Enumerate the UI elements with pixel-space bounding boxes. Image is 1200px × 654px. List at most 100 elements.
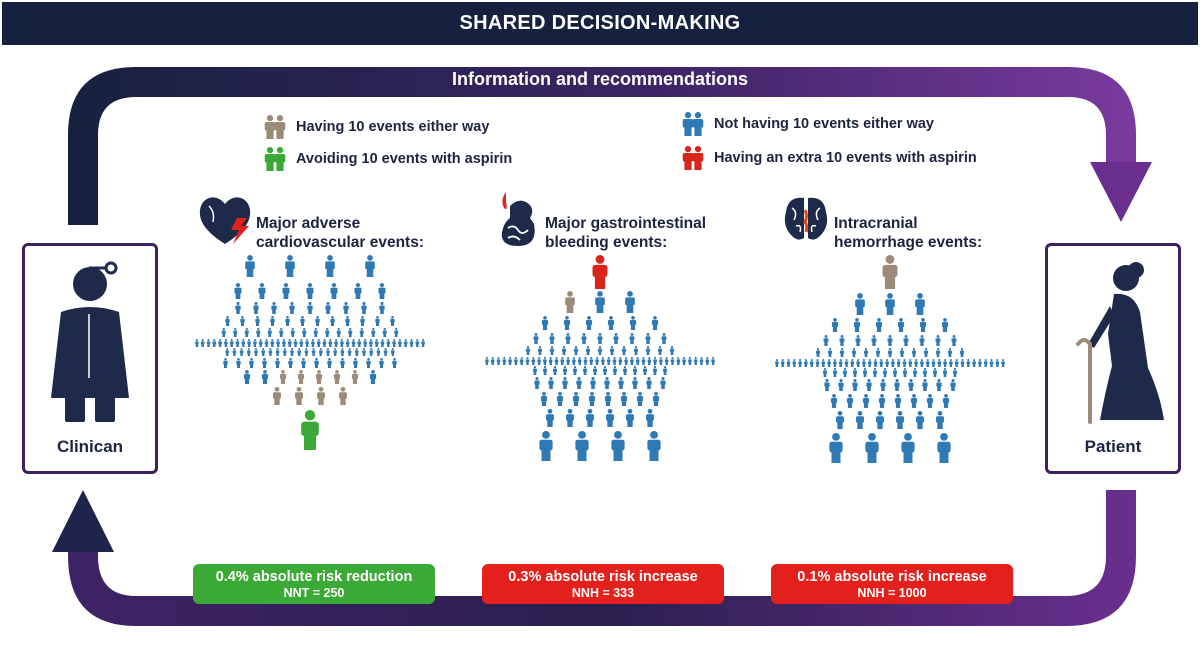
person-icon [618,357,623,365]
person-icon [325,255,335,277]
person-icon [823,368,827,377]
person-icon [403,339,408,347]
person-icon [629,316,637,330]
person-icon [573,366,577,375]
legend-item-red: Having an extra 10 events with aspirin [680,144,977,172]
person-icon [355,348,359,356]
person-icon [275,348,280,356]
category-title-line: Major gastrointestinal [545,215,707,232]
person-icon [267,328,272,337]
legend-item-green: Avoiding 10 events with aspirin [262,145,512,173]
person-icon [593,366,597,375]
person-icon [646,346,650,355]
person-icon [873,368,877,377]
person-icon [643,366,647,375]
person-icon [234,283,242,299]
person-icon [647,357,652,365]
person-icon [786,359,791,367]
person-icon [391,348,395,356]
person-icon [369,339,373,347]
person-icon [850,359,855,367]
person-icon [914,359,918,367]
person-icon [275,358,280,368]
person-icon [297,348,301,356]
person-icon [362,348,366,356]
person-icon [705,357,710,365]
person-icon [589,357,594,365]
person-icon [295,387,303,405]
person-icon [604,392,612,406]
person-icon [866,379,872,391]
person-icon [823,335,829,346]
person-icon [824,379,830,391]
person-icon [306,283,314,299]
person-icon [646,377,652,389]
person-icon [566,409,574,427]
person-icon [300,316,305,326]
person-icon [264,339,269,347]
person-icon [537,357,541,365]
person-icon [254,348,258,356]
person-icon [846,394,854,408]
person-icon [586,409,594,427]
category-title-line: Intracranial [834,215,918,232]
person-icon [878,394,886,408]
person-icon [351,370,359,384]
person-icon [880,379,886,391]
person-icon [271,302,277,314]
person-icon [931,359,936,367]
person-icon [218,339,222,347]
result-text: 0.3% absolute risk increase [508,568,698,585]
person-icon [670,357,675,365]
category-title-gi-bleeding: Major gastrointestinal bleeding events: [545,214,706,252]
person-icon [816,348,820,357]
person-icon [924,348,928,357]
person-icon [206,339,211,347]
person-icon [873,359,878,367]
category-title-line: Major adverse [256,215,361,232]
person-icon [989,359,994,367]
person-icon [316,339,321,347]
person-icon [502,357,507,365]
person-icon [936,348,940,357]
person-icon [421,339,425,347]
figure-gi-bleeding [485,255,715,461]
person-icon [302,328,307,337]
person-icon [359,328,364,337]
person-icon [343,302,349,314]
person-icon [949,359,953,367]
person-icon [290,348,294,356]
person-icon [289,302,295,314]
person-icon [937,359,942,367]
elderly-patient-icon [1076,262,1164,424]
person-icon [897,318,905,332]
person-icon [383,348,388,356]
person-icon [852,348,856,357]
person-icon [923,368,927,377]
person-icon [282,283,290,299]
result-box-gi-bleeding: 0.3% absolute risk increase NNH = 333 [482,564,724,604]
person-icon [595,357,599,365]
person-icon [270,339,275,347]
person-icon [336,328,341,337]
person-icon [935,335,941,346]
person-icon [682,357,686,365]
person-icon [871,335,877,346]
person-icon [225,316,230,326]
person-icon [660,377,666,389]
category-title-line: hemorrhage events: [834,234,983,251]
person-icon [659,357,663,365]
person-icon [348,328,353,337]
page-title: SHARED DECISION-MAKING [2,2,1198,45]
person-icon [838,379,844,391]
person-icon [549,333,555,344]
person-icon [913,368,917,377]
person-icon [386,339,391,347]
person-icon [780,359,785,367]
person-icon [882,255,898,289]
person-icon [595,291,605,313]
clinician-box: Clinican [22,243,158,474]
person-icon [279,328,284,337]
person-icon [574,346,578,355]
person-icon [572,392,580,406]
